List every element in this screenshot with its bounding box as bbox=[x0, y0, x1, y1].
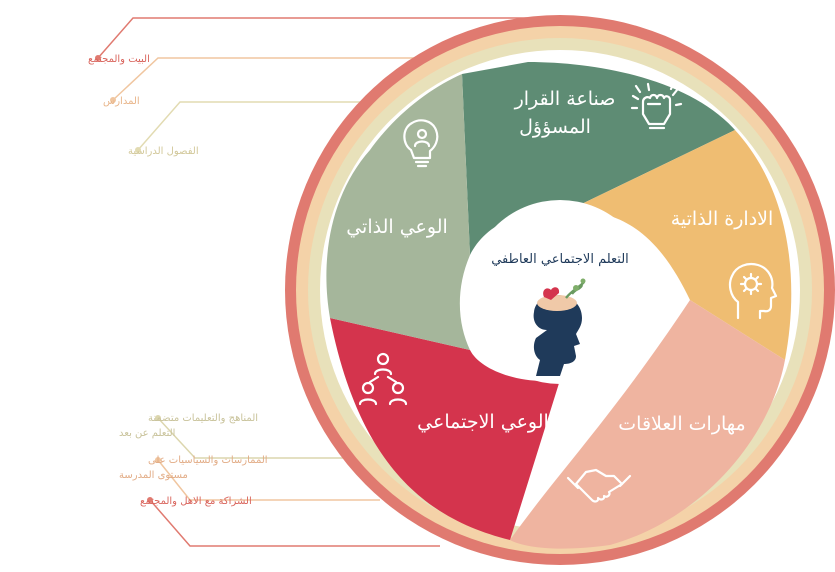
segment-social-awareness-label: الوعي الاجتماعي bbox=[417, 411, 549, 433]
connector-lines-top bbox=[95, 17, 560, 153]
people-network-icon bbox=[358, 352, 408, 406]
connector-lines-bottom bbox=[147, 415, 440, 547]
lightbulb-person-icon bbox=[403, 119, 439, 168]
segment-self-management bbox=[565, 130, 792, 360]
connector-schools bbox=[112, 57, 460, 101]
segment-self-awareness bbox=[326, 74, 470, 350]
label-curricula-line1: المناهج والتعليمات متضمنة bbox=[148, 413, 258, 424]
connector-classrooms bbox=[137, 101, 420, 151]
label-classrooms: الفصول الدراسية bbox=[128, 146, 199, 157]
raised-fist-icon bbox=[630, 80, 683, 130]
connector-practices bbox=[157, 459, 380, 501]
center-title: التعلم الاجتماعي العاطفي bbox=[491, 252, 629, 267]
segment-self-awareness-label: الوعي الذاتي bbox=[346, 216, 448, 238]
label-home-community: البيت والمجتمع bbox=[88, 54, 150, 65]
connector-curricula bbox=[157, 417, 360, 459]
connector-partnership bbox=[149, 499, 440, 547]
segment-relationships-label: مهارات العلاقات bbox=[618, 413, 745, 435]
center-disc bbox=[468, 200, 652, 384]
segment-self-management-label: الادارة الذاتية bbox=[671, 208, 774, 230]
connector-home-community bbox=[97, 17, 560, 59]
segment-decision-line1: صناعة القرار bbox=[514, 88, 616, 110]
head-illustration bbox=[533, 278, 586, 376]
label-curricula-line2: التعلم عن بعد bbox=[119, 428, 175, 439]
label-practices-line2: مستوى المدرسة bbox=[119, 470, 188, 481]
label-practices-line1: الممارسات والسياسيات على bbox=[148, 455, 268, 466]
segment-decision-line2: المسؤؤل bbox=[519, 116, 591, 138]
handshake-icon bbox=[566, 468, 632, 503]
head-gear-icon bbox=[728, 262, 778, 320]
segment-social-awareness bbox=[330, 318, 560, 540]
label-schools: المدارس bbox=[103, 96, 140, 107]
label-partnership: الشراكة مع الاهل والمجتمع bbox=[140, 496, 252, 507]
